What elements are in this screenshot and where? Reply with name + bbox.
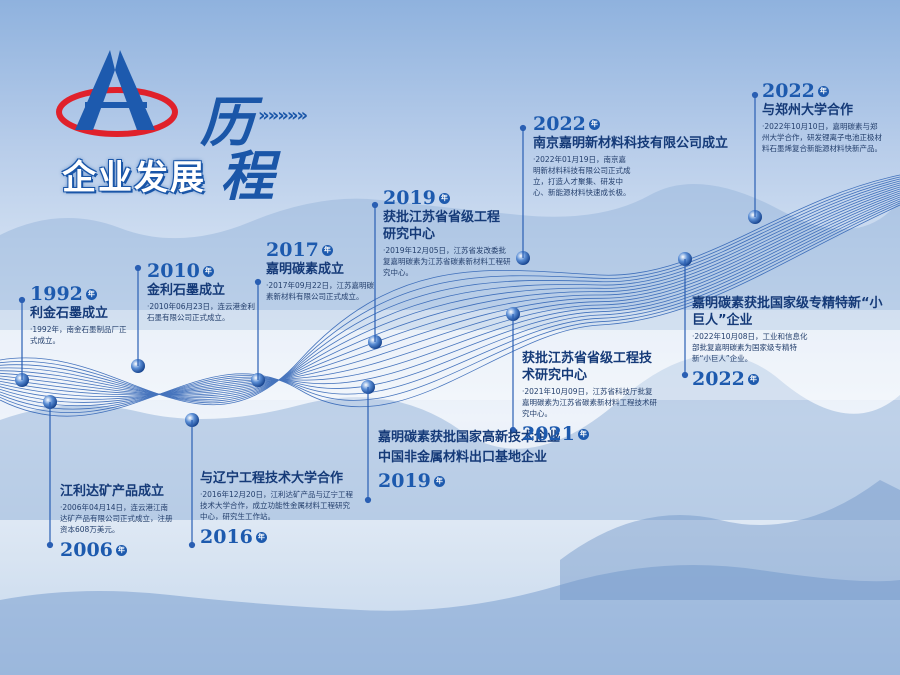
connector-end-dot [188, 541, 196, 549]
page-title: 企业发展 [62, 158, 206, 198]
event-heading: 南京嘉明新材料科技有限公司成立 [533, 136, 729, 151]
title-character-li: 历 [200, 90, 254, 154]
event-2006: 江利达矿产品成立 ·2006年04月14日，连云港江南达矿产品有限公司正式成立，… [60, 483, 175, 561]
timeline-connectors [18, 91, 759, 549]
event-description: ·2017年09月22日，江苏嘉明碳素新材料有限公司正式成立。 [266, 281, 375, 301]
event-year: 1992 [30, 283, 83, 305]
event-description: ·2021年10月09日，江苏省科技厅批复嘉明碳素为江苏省碳素新材料工程技术研究… [522, 387, 657, 418]
connector-end-dot [134, 264, 142, 272]
event-2022-little-giant: 嘉明碳素获批国家级专精特新“小巨人”企业 ·2022年10月08日，工业和信息化… [692, 295, 887, 390]
event-2021: 获批江苏省省级工程技术研究中心 ·2021年10月09日，江苏省科技厅批复嘉明碳… [522, 350, 657, 445]
event-year: 2021 [522, 423, 575, 445]
mountains-front [0, 565, 900, 675]
event-year: 2017 [266, 239, 319, 261]
event-description: ·2022年01月19日，南京嘉明新材料科技有限公司正式成立，打造人才聚集、研发… [533, 155, 631, 197]
event-description: ·2006年04月14日，连云港江南达矿产品有限公司正式成立，注册资本608万美… [60, 503, 173, 534]
year-mark-badge: 年 [433, 475, 445, 487]
connector-end-dot [18, 296, 26, 304]
event-year: 2022 [762, 80, 815, 102]
event-year: 2022 [692, 368, 745, 390]
title-character-cheng: 程 [220, 144, 274, 208]
year-mark-badge: 年 [438, 192, 450, 204]
year-mark-badge: 年 [115, 544, 127, 556]
event-year: 2022 [533, 113, 586, 135]
timeline-wave-lines [0, 174, 900, 417]
connector-end-dot [46, 541, 54, 549]
event-heading: 与辽宁工程技术大学合作 [200, 471, 344, 486]
event-heading: 与郑州大学合作 [762, 103, 854, 118]
year-mark-badge: 年 [85, 288, 97, 300]
event-description: ·2016年12月20日，江利达矿产品与辽宁工程技术大学合作，成立功能性金属材料… [200, 490, 354, 521]
event-heading: 获批江苏省省级工程技术研究中心 [522, 351, 653, 383]
wave-line [0, 174, 900, 406]
event-description: ·2022年10月10日，嘉明碳素与郑州大学合作，研发锂离子电池正极材料石墨烯复… [762, 122, 882, 153]
event-heading: 获批江苏省省级工程研究中心 [383, 210, 501, 242]
title-arrows: »»»»» [258, 105, 308, 126]
connector-end-dot [371, 201, 379, 209]
mountains-back [0, 183, 900, 330]
connector-end-dot [681, 371, 689, 379]
year-mark-badge: 年 [588, 118, 600, 130]
year-mark-badge: 年 [577, 428, 589, 440]
mountains-right [560, 480, 900, 600]
event-year: 2019 [378, 470, 431, 492]
mountains-mid [0, 354, 900, 520]
event-year: 2019 [383, 187, 436, 209]
year-mark-badge: 年 [202, 265, 214, 277]
connector-end-dot [509, 426, 517, 434]
connector-end-dot [254, 278, 262, 286]
event-heading: 金利石墨成立 [147, 283, 226, 298]
event-heading: 嘉明碳素成立 [266, 262, 345, 277]
event-heading: 利金石墨成立 [30, 306, 109, 321]
event-year: 2010 [147, 260, 200, 282]
event-year: 2006 [60, 539, 113, 561]
event-description: ·2019年12月05日，江苏省发改委批复嘉明碳素为江苏省碳素新材料工程研究中心… [383, 246, 511, 277]
year-mark-badge: 年 [255, 531, 267, 543]
event-heading: 江利达矿产品成立 [60, 484, 165, 499]
connector-end-dot [751, 91, 759, 99]
event-description: ·1992年，南金石墨制品厂正式成立。 [30, 325, 127, 345]
wave-line [0, 204, 900, 417]
event-description: ·2022年10月08日，工业和信息化部批复嘉明碳素为国家级专精特新“小巨人”企… [692, 332, 808, 363]
event-2016: 与辽宁工程技术大学合作 ·2016年12月20日，江利达矿产品与辽宁工程技术大学… [200, 470, 355, 548]
connector-end-dot [364, 496, 372, 504]
company-logo [56, 50, 178, 137]
year-mark-badge: 年 [817, 85, 829, 97]
connector-end-dot [519, 124, 527, 132]
year-mark-badge: 年 [321, 244, 333, 256]
event-description: ·2010年06月23日，连云港金利石墨有限公司正式成立。 [147, 302, 256, 322]
year-mark-badge: 年 [747, 373, 759, 385]
event-heading: 嘉明碳素获批国家级专精特新“小巨人”企业 [692, 296, 883, 328]
event-heading: 嘉明碳素获批国家高新技术企业中国非金属材料出口基地企业 [378, 430, 561, 465]
event-year: 2016 [200, 526, 253, 548]
